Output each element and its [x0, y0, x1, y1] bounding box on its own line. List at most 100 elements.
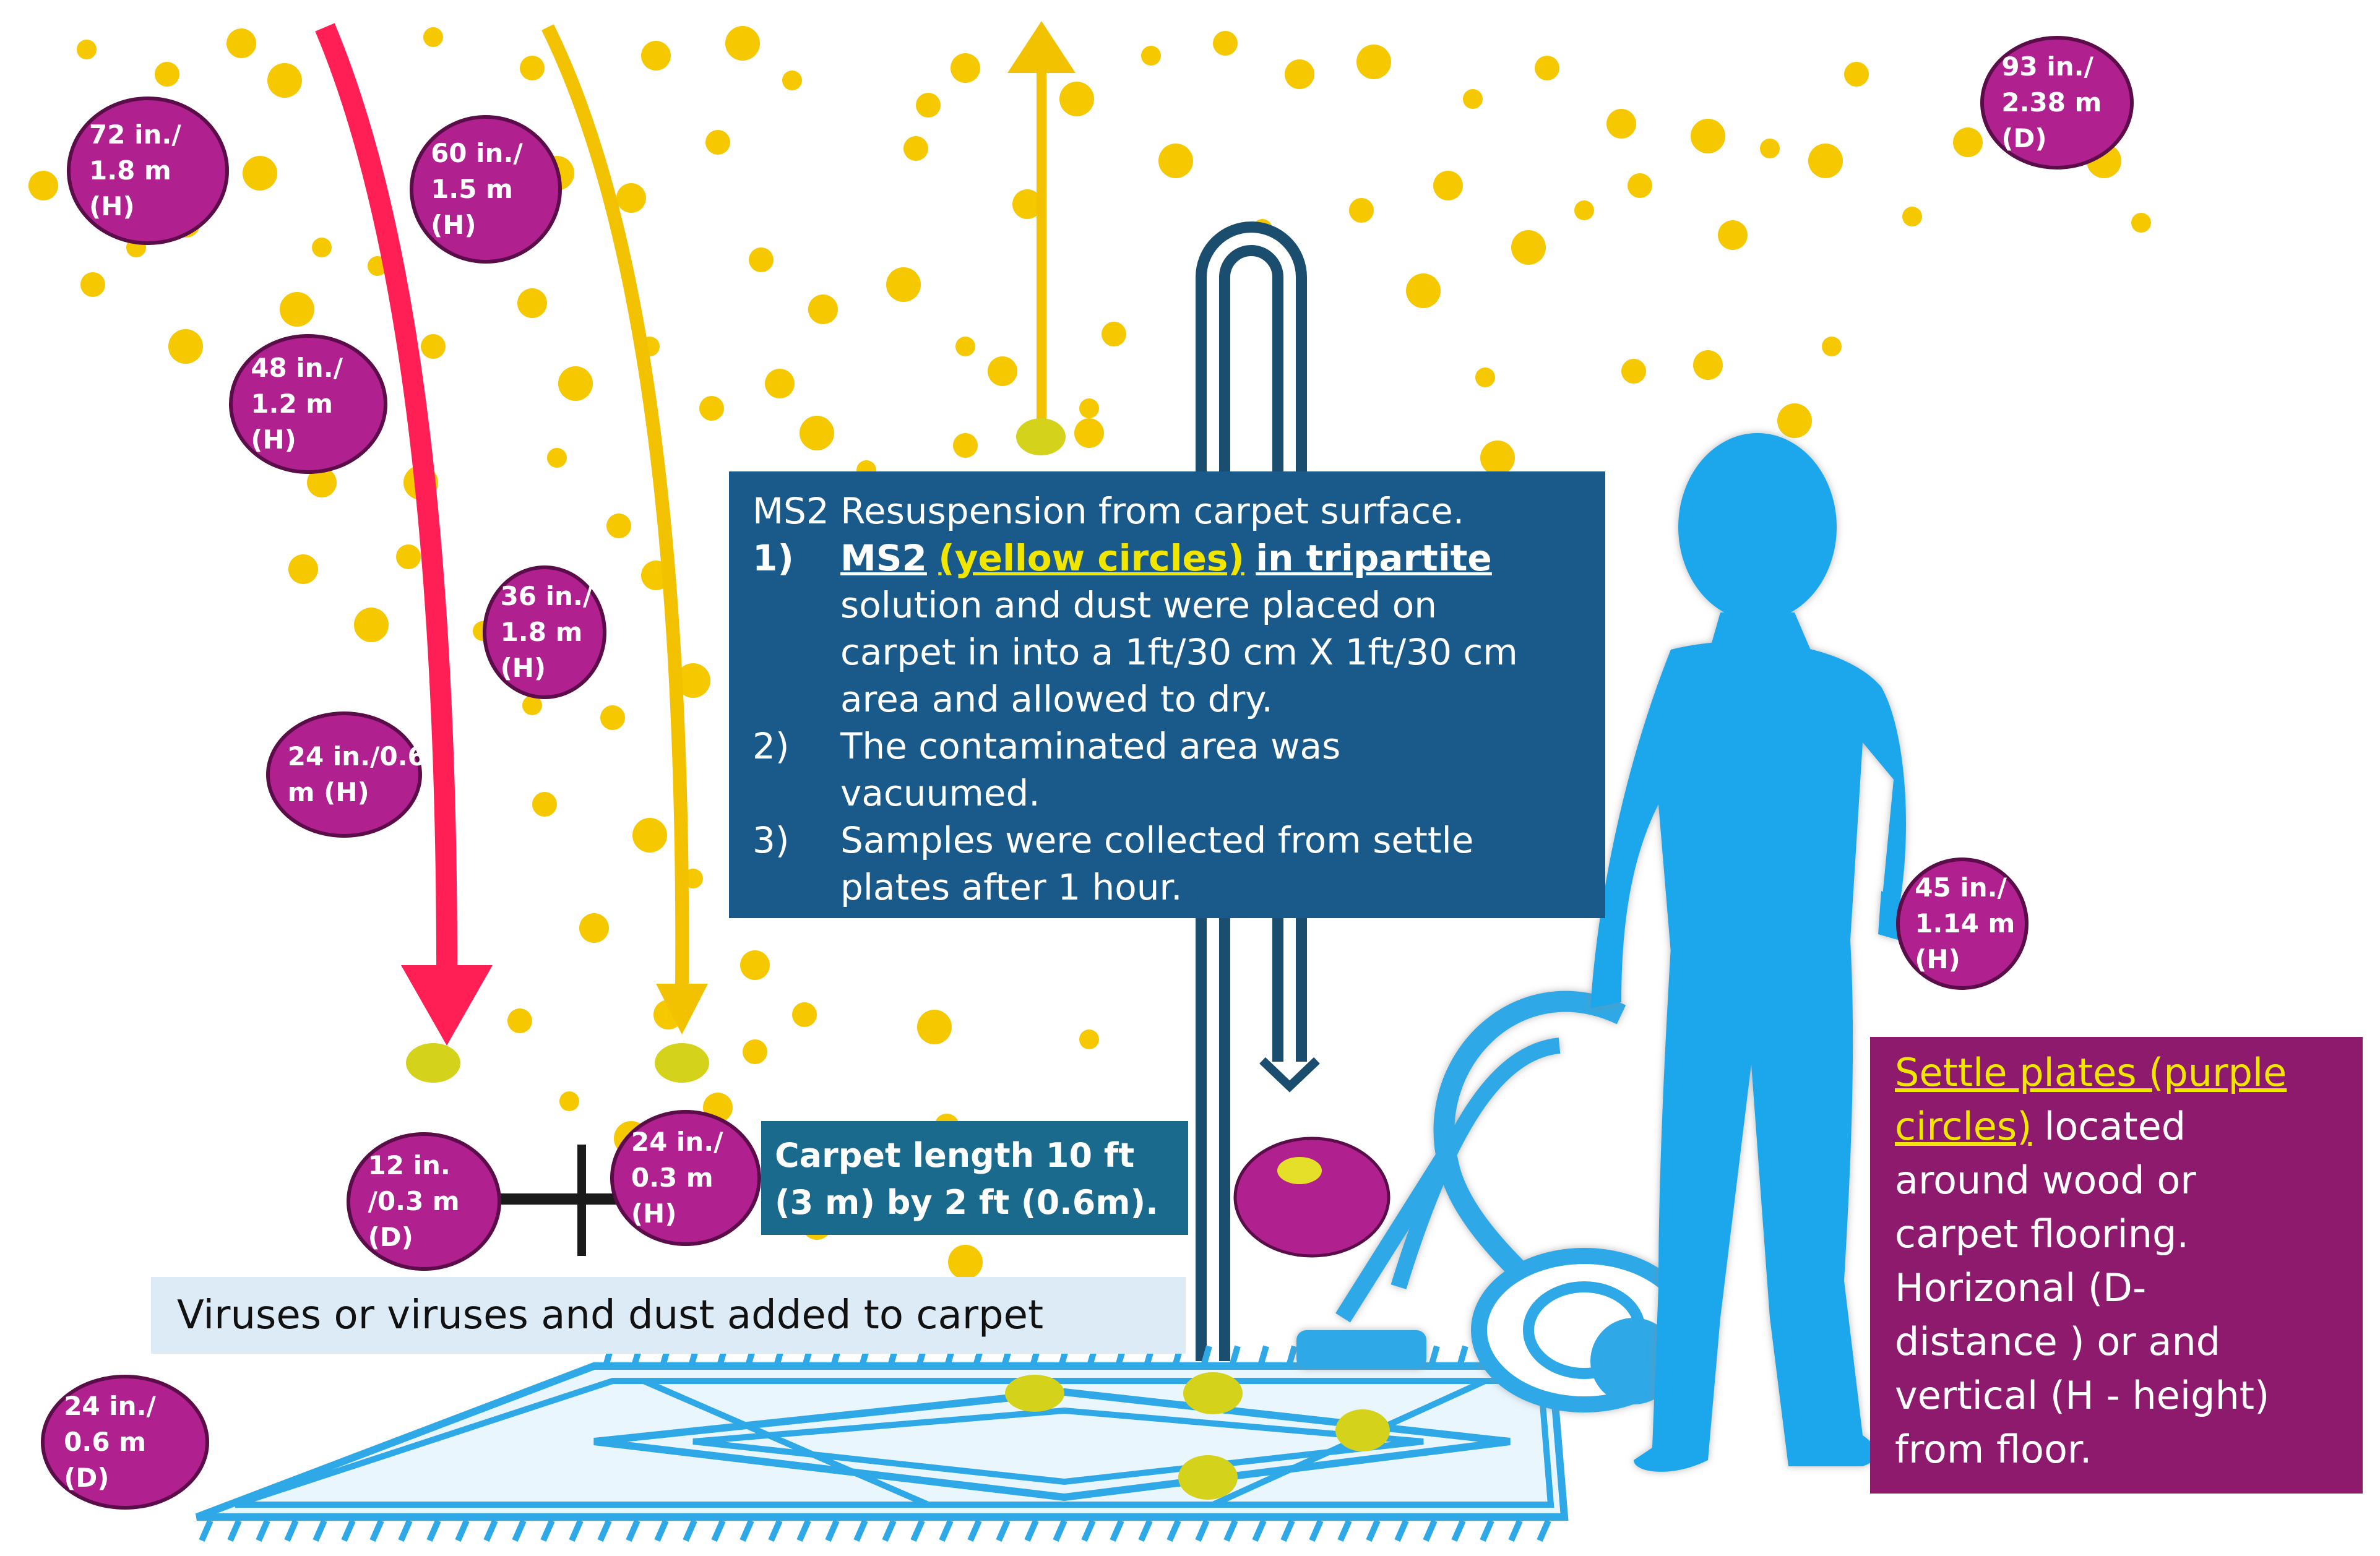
- carpet-fringe: [711, 1519, 726, 1542]
- viruses-added-label: Viruses or viruses and dust added to car…: [151, 1277, 1186, 1354]
- settle-plate-72h: 72 in./1.8 m(H): [67, 97, 229, 245]
- virus-particle: [676, 663, 710, 698]
- virus-particle: [1822, 337, 1842, 356]
- virus-particle: [1902, 207, 1922, 226]
- virus-particle: [421, 334, 446, 359]
- virus-particle: [792, 1002, 817, 1027]
- carpet-fringe: [1457, 1345, 1468, 1365]
- virus-particle: [917, 1010, 952, 1044]
- carpet-fringe: [1258, 1345, 1269, 1365]
- virus-particle: [520, 56, 545, 80]
- carpet-fringe: [284, 1519, 299, 1542]
- carpet-fringe: [1201, 1345, 1212, 1365]
- virus-particle: [532, 792, 557, 817]
- info-step-1: 1) MS2 (yellow circles) in tripartite so…: [752, 537, 1518, 720]
- carpet-fringe: [882, 1519, 897, 1542]
- virus-particle: [307, 468, 337, 497]
- virus-particle: [1777, 403, 1812, 438]
- info-step-3: 3) Samples were collected from settle pl…: [752, 819, 1474, 908]
- u-tube-icon: [1196, 221, 1320, 1380]
- virus-particle: [312, 238, 332, 257]
- virus-particle: [1079, 1029, 1099, 1049]
- procedure-info-box: MS2 Resuspension from carpet surface. 1)…: [729, 471, 1605, 918]
- virus-particle: [743, 1039, 767, 1064]
- virus-particle: [1079, 398, 1099, 418]
- virus-particle: [800, 416, 834, 450]
- virus-particle: [1606, 109, 1636, 139]
- yellow-arrow-icon: [541, 24, 708, 1034]
- virus-particle: [168, 329, 203, 364]
- carpet-fringe: [967, 1519, 982, 1542]
- settle-plate-24h-03: 24 in./0.3 m(H): [610, 1110, 761, 1246]
- settle-plate-48h: 48 in./1.2 m(H): [229, 334, 387, 474]
- virus-particle: [705, 130, 730, 155]
- virus-particle: [1158, 144, 1193, 178]
- carpet-fringe: [654, 1519, 669, 1542]
- virus-particle: [1628, 173, 1652, 198]
- carpet-fringe: [1537, 1519, 1551, 1542]
- virus-particle: [354, 608, 389, 642]
- virus-particle: [559, 1091, 579, 1111]
- virus-particle: [1074, 418, 1104, 448]
- virus-particle: [886, 267, 921, 302]
- carpet-fringe: [313, 1519, 327, 1542]
- carpet-fringe: [227, 1519, 242, 1542]
- virus-particle: [1433, 171, 1463, 200]
- carpet-fringe: [1309, 1519, 1324, 1542]
- settle-plate-45h: 45 in./1.14 m(H): [1896, 858, 2029, 990]
- carpet-length-label: Carpet length 10 ft (3 m) by 2 ft (0.6m)…: [761, 1121, 1188, 1235]
- virus-particle: [1511, 230, 1546, 265]
- virus-particle: [1718, 220, 1748, 250]
- carpet-fringe: [939, 1519, 954, 1542]
- virus-particle: [1285, 59, 1314, 89]
- info-intro: MS2 Resuspension from carpet surface.: [752, 490, 1465, 532]
- virus-particle: [1953, 127, 1983, 157]
- upward-arrow-icon: [1007, 21, 1076, 433]
- person-vacuuming-icon: [1590, 433, 1906, 1472]
- virus-particle: [632, 818, 667, 853]
- carpet-fringe: [1287, 1345, 1298, 1365]
- virus-particle: [280, 292, 314, 327]
- carpet-fringe: [1024, 1519, 1039, 1542]
- virus-particle: [1102, 322, 1126, 346]
- virus-particle: [547, 448, 567, 468]
- carpet-fringe: [1223, 1519, 1238, 1542]
- carpet-fringe: [1429, 1345, 1440, 1365]
- carpet-fringe: [512, 1519, 527, 1542]
- virus-particle: [616, 183, 646, 213]
- carpet-fringe: [483, 1519, 498, 1542]
- carpet-fringe: [1423, 1519, 1438, 1542]
- carpet-fringe: [341, 1519, 356, 1542]
- virus-particle: [808, 294, 838, 324]
- carpet-fringe: [1138, 1519, 1153, 1542]
- virus-particle: [1059, 82, 1094, 116]
- virus-particle: [1691, 119, 1725, 153]
- settle-plate-93d: 93 in./2.38 m(D): [1980, 36, 2134, 170]
- virus-particle: [948, 1245, 983, 1279]
- virus-particle: [1535, 56, 1559, 80]
- virus-particle: [288, 554, 318, 584]
- carpet-fringe: [1394, 1519, 1409, 1542]
- carpet-fringe: [455, 1519, 470, 1542]
- virus-particle: [951, 53, 980, 83]
- settle-plate-12d: 12 in./0.3 m(D): [347, 1132, 501, 1271]
- carpet-fringe: [1508, 1519, 1523, 1542]
- virus-particle: [77, 40, 97, 59]
- virus-particle: [1463, 89, 1483, 109]
- virus-particle: [903, 136, 928, 161]
- sample-dots: [406, 418, 1390, 1500]
- carpet-fringe: [825, 1519, 840, 1542]
- virus-particle: [28, 171, 58, 200]
- carpet-fringe: [597, 1519, 612, 1542]
- virus-particle: [507, 1008, 532, 1033]
- virus-particle: [1808, 144, 1843, 178]
- virus-particle: [1406, 273, 1441, 308]
- virus-particle: [517, 288, 547, 318]
- carpet-fringe: [1053, 1519, 1067, 1542]
- carpet-fringe: [1337, 1519, 1352, 1542]
- carpet-fringe: [1110, 1519, 1124, 1542]
- carpet-fringe: [1451, 1519, 1466, 1542]
- carpet-fringe: [683, 1519, 697, 1542]
- virus-particle: [579, 913, 609, 943]
